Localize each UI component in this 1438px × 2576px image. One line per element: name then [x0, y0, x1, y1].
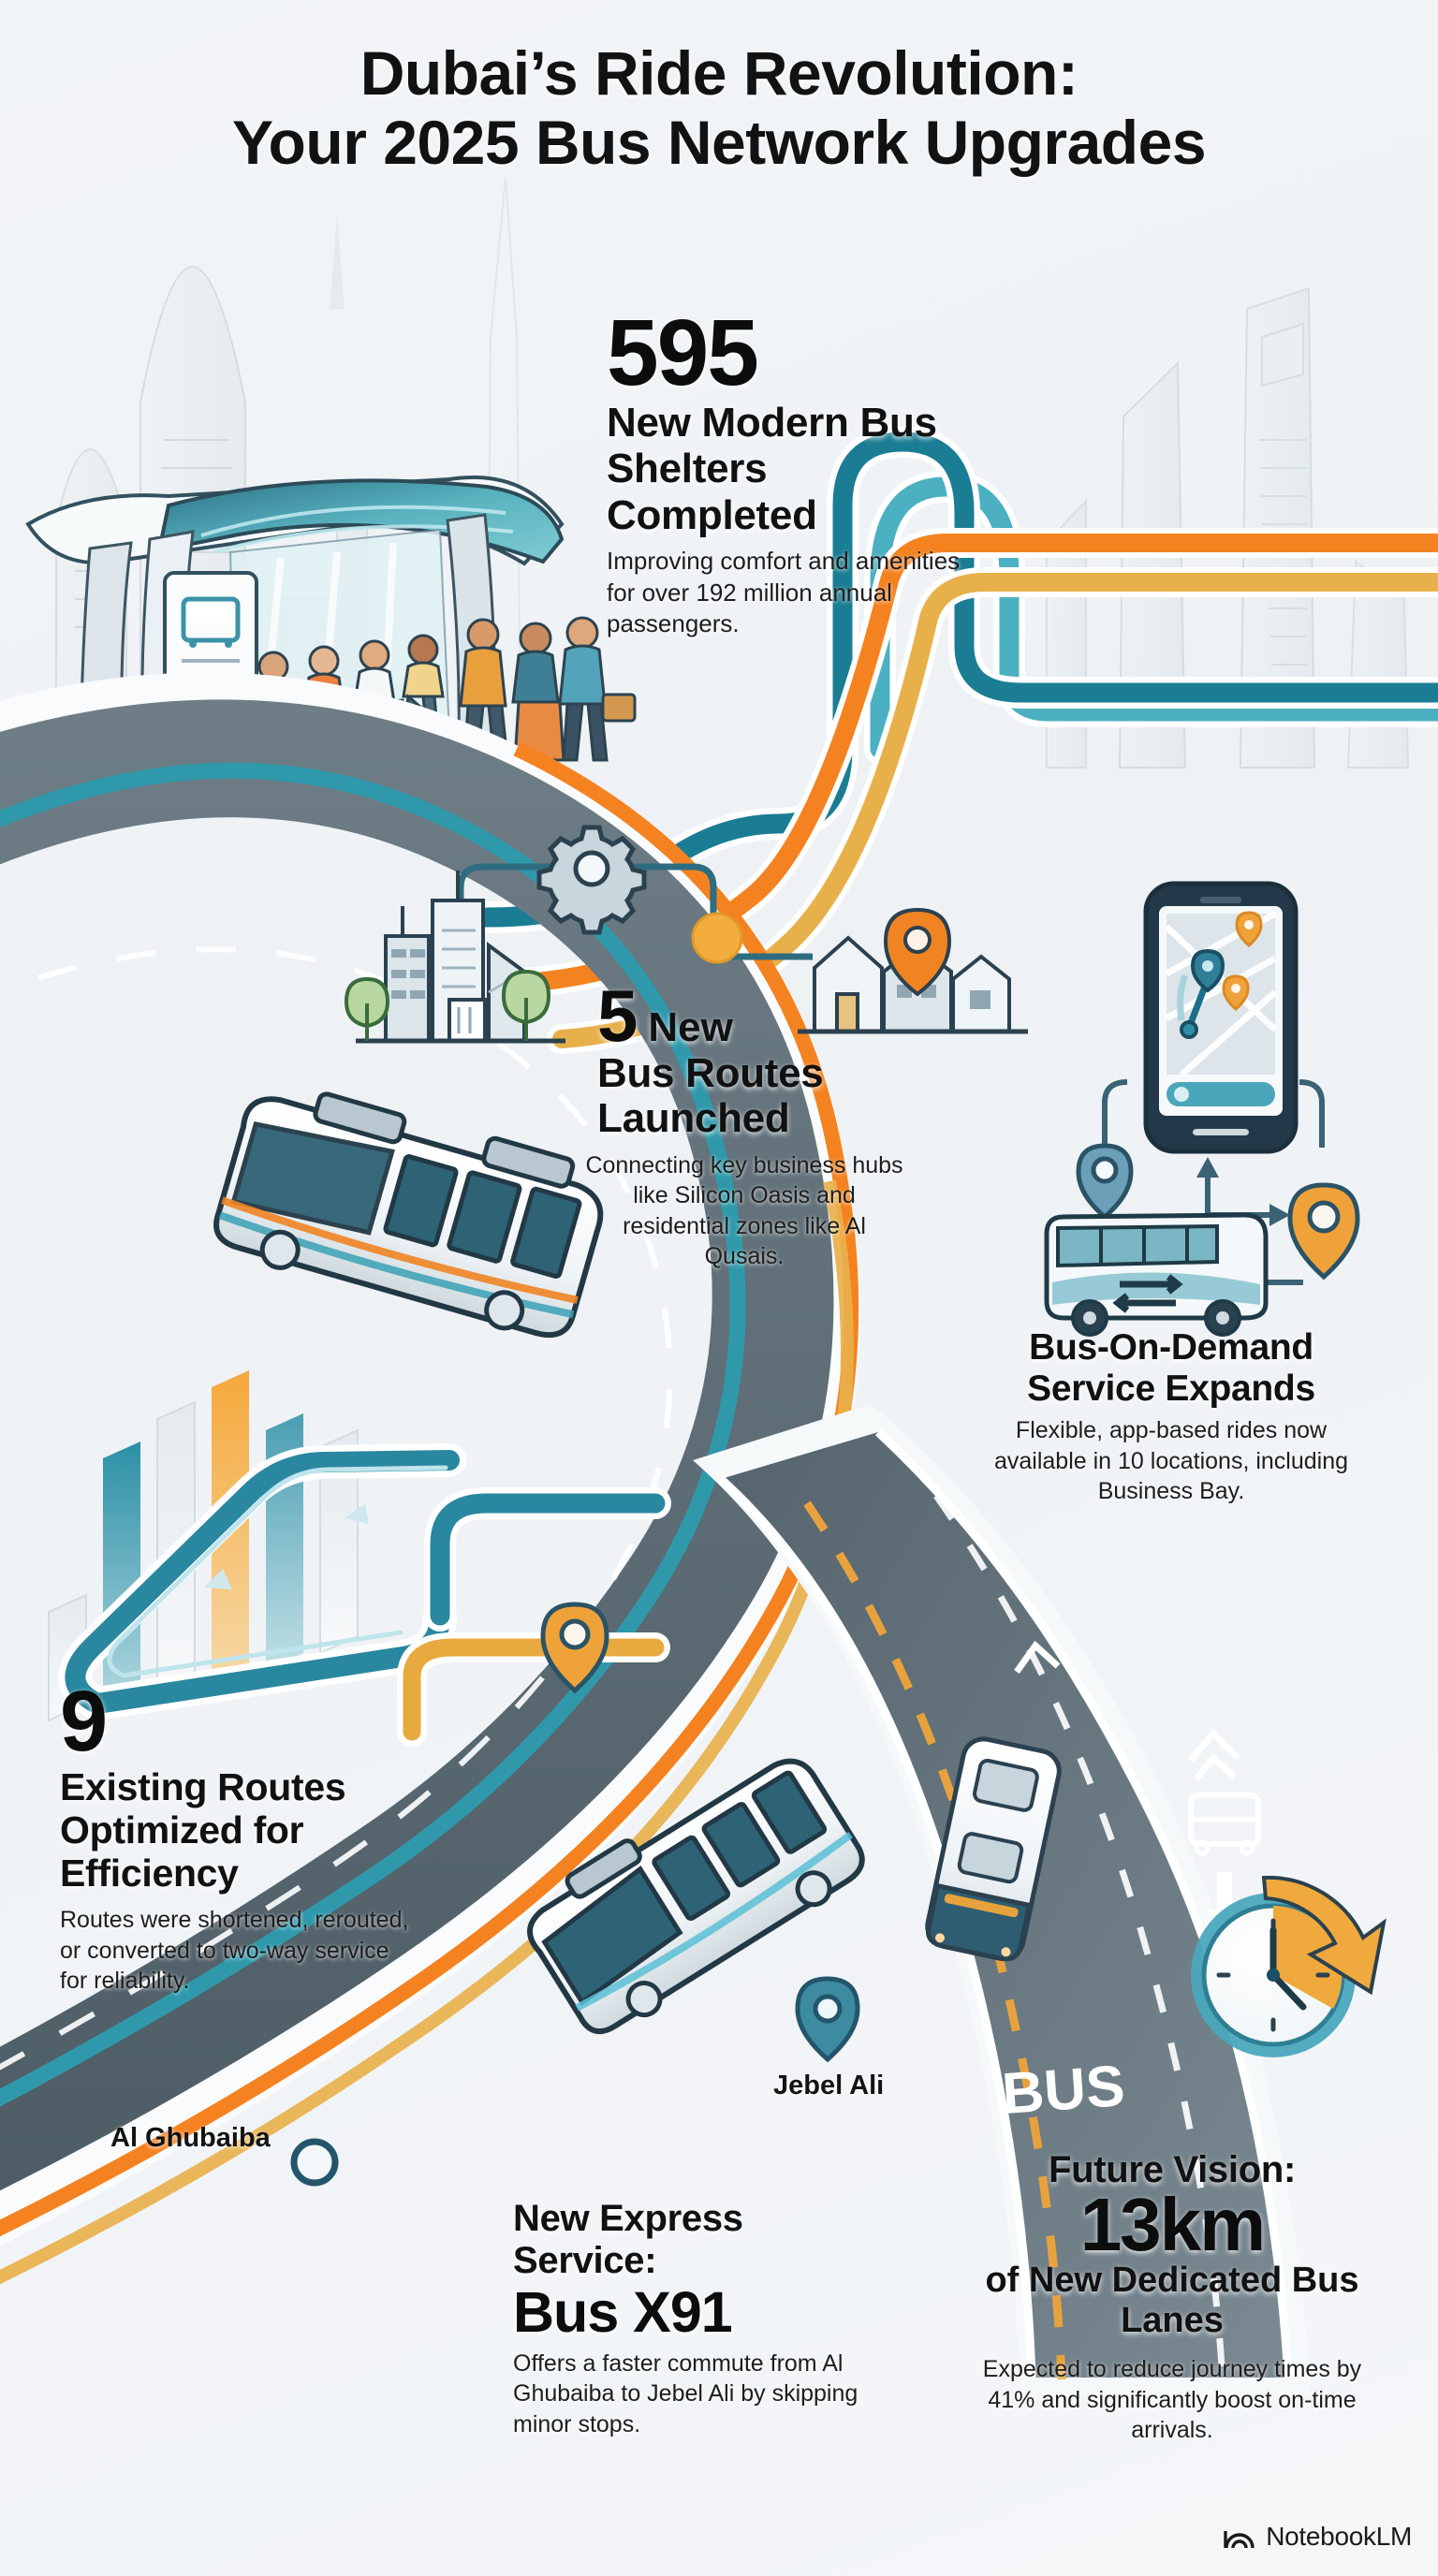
bus-lane-marking-icon	[1188, 1728, 1240, 1781]
optimized-route-path	[58, 1443, 671, 1747]
watermark-brand: NotebookLM	[1266, 2522, 1412, 2551]
title-line-2: Your 2025 Bus Network Upgrades	[231, 107, 1207, 177]
bus-side-icon	[213, 1091, 604, 1339]
route-direction-arrow-icon	[204, 1503, 369, 1589]
office-buildings-icon	[344, 871, 565, 1044]
future-headline-2: of New Dedicated Bus Lanes	[985, 2260, 1359, 2341]
watermark: NotebookLM	[1224, 2522, 1412, 2552]
bus-lane-text: BUS	[1000, 2054, 1126, 2127]
future-body: Expected to reduce journey times by 41% …	[982, 2356, 1362, 2444]
existing-body: Routes were shortened, rerouted, or conv…	[60, 1907, 409, 1995]
station-label-jebel-ali: Jebel Ali	[773, 2071, 885, 2100]
routes-headline-inline: New	[648, 1004, 733, 1050]
shelters-body: Improving comfort and amenities for over…	[607, 546, 961, 638]
bod-headline: Bus-On-Demand Service Expands	[1027, 1327, 1315, 1409]
gear-icon	[536, 825, 647, 935]
stat-block-express-service: New Express Service: Bus X91 Offers a fa…	[513, 2198, 878, 2439]
page-title: Dubai’s Ride Revolution: Your 2025 Bus N…	[0, 38, 1438, 178]
stat-block-new-routes: 5 New Bus Routes Launched Connecting key…	[580, 974, 908, 1272]
notebooklm-logo-icon	[1224, 2531, 1255, 2549]
shelters-headline: New Modern Bus Shelters Completed	[607, 400, 937, 538]
routes-headline: Bus Routes Launched	[597, 1050, 824, 1142]
bus-exchange-icon	[1044, 1212, 1269, 1337]
route-connection-diagram	[344, 825, 1028, 1044]
map-pin-icon-blue	[1076, 1143, 1134, 1221]
bus-stop-node-icon	[290, 2138, 339, 2187]
map-pin-icon-orange	[1287, 1182, 1360, 1281]
bus-side-icon-2	[527, 1758, 865, 2035]
title-line-1: Dubai’s Ride Revolution:	[360, 38, 1078, 108]
houses-icon	[798, 907, 1028, 1034]
express-number: Bus X91	[513, 2279, 733, 2344]
stat-block-bus-on-demand: Bus-On-Demand Service Expands Flexible, …	[985, 1327, 1357, 1507]
stat-block-future-vision: Future Vision: 13km of New Dedicated Bus…	[981, 2149, 1363, 2446]
tree-icon	[344, 969, 551, 1041]
bus-glyph-marking-icon	[1188, 1793, 1261, 1856]
express-body: Offers a faster commute from Al Ghubaiba…	[513, 2349, 858, 2437]
express-headline: New Express Service:	[513, 2198, 743, 2281]
bod-body: Flexible, app-based rides now available …	[993, 1417, 1349, 1505]
map-pin-icon-jebel-ali	[795, 1976, 860, 2063]
map-pin-icon	[883, 907, 952, 997]
shelters-number: 595	[607, 300, 759, 405]
station-label-al-ghubaiba: Al Ghubaiba	[110, 2123, 271, 2153]
bus-top-down-icon	[925, 1736, 1062, 1962]
smartphone-map-icon	[1044, 881, 1360, 1337]
stat-block-shelters: 595 New Modern Bus Shelters Completed Im…	[607, 300, 981, 640]
stat-block-existing-routes: 9 Existing Routes Optimized for Efficien…	[60, 1674, 434, 1997]
future-headline: Future Vision:	[1049, 2149, 1296, 2190]
map-pin-icon-route	[540, 1602, 609, 1694]
routes-body: Connecting key business hubs like Silico…	[585, 1151, 903, 1270]
bus-glyph-icon	[181, 596, 241, 648]
chevron-up-icon	[1014, 1640, 1061, 1675]
existing-headline: Existing Routes Optimized for Efficiency	[60, 1765, 346, 1895]
future-number: 13km	[1079, 2182, 1267, 2266]
existing-number: 9	[60, 1674, 108, 1769]
routes-number: 5	[597, 974, 638, 1057]
clock-arrow-icon	[1191, 1875, 1387, 2057]
bus-lane-road: BUS	[693, 1404, 1387, 2396]
main-highway	[0, 672, 860, 2285]
route-node-icon	[691, 912, 743, 964]
